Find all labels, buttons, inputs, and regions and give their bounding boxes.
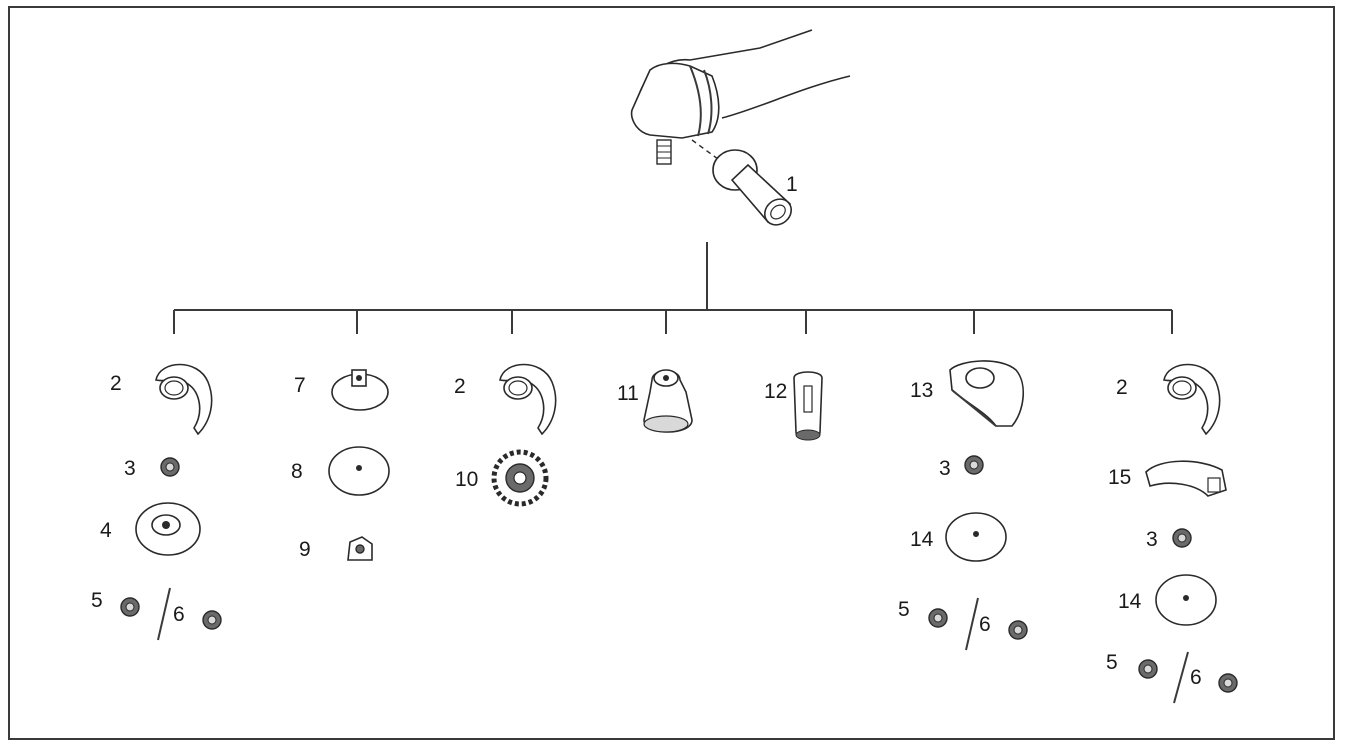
part-label-10: 10: [455, 468, 478, 491]
part-label-2: 2: [454, 375, 466, 398]
part-label-11: 11: [617, 382, 639, 405]
grinding-wheel-icon: [135, 502, 201, 556]
abrasive-disc-icon: [328, 446, 390, 496]
tree-connector: [173, 242, 1173, 334]
part-label-9: 9: [299, 538, 311, 561]
guard-attachment-icon: [1145, 460, 1227, 497]
part-label-5: 5: [91, 589, 103, 612]
sanding-lock-nut-icon: [347, 536, 373, 561]
wire-cup-brush-icon: [643, 369, 693, 433]
part-label-5: 5: [898, 598, 910, 621]
cut-off-wheel-icon: [1155, 574, 1217, 626]
part-label-3: 3: [939, 457, 951, 480]
part-label-6: 6: [173, 603, 185, 626]
part-label-6: 6: [979, 613, 991, 636]
part-label-4: 4: [100, 519, 112, 542]
rubber-pad-icon: [331, 369, 389, 411]
flap-wheel-icon: [491, 449, 549, 507]
separator-slash: [157, 587, 171, 641]
diagram-frame: [8, 6, 1335, 740]
part-label-3: 3: [124, 457, 136, 480]
part-label-6: 6: [1190, 666, 1202, 689]
part-label-13: 13: [910, 379, 933, 402]
core-bit-adapter-icon: [793, 371, 823, 441]
side-handle-icon: [712, 149, 793, 226]
part-label-7: 7: [294, 374, 306, 397]
cut-off-wheel-icon: [945, 512, 1007, 562]
separator-slash: [1173, 651, 1189, 704]
part-label-2: 2: [110, 372, 122, 395]
part-label-2: 2: [1116, 376, 1128, 399]
part-label-14: 14: [910, 528, 934, 551]
part-label-15: 15: [1108, 466, 1131, 489]
part-label-12: 12: [764, 380, 787, 403]
separator-slash: [965, 597, 979, 651]
part-label-14: 14: [1118, 590, 1142, 613]
cut-off-guard-icon: [949, 360, 1025, 427]
part-label-5: 5: [1106, 651, 1118, 674]
part-label-3: 3: [1146, 528, 1158, 551]
part-label-8: 8: [291, 460, 303, 483]
part-label-1: 1: [786, 173, 798, 196]
